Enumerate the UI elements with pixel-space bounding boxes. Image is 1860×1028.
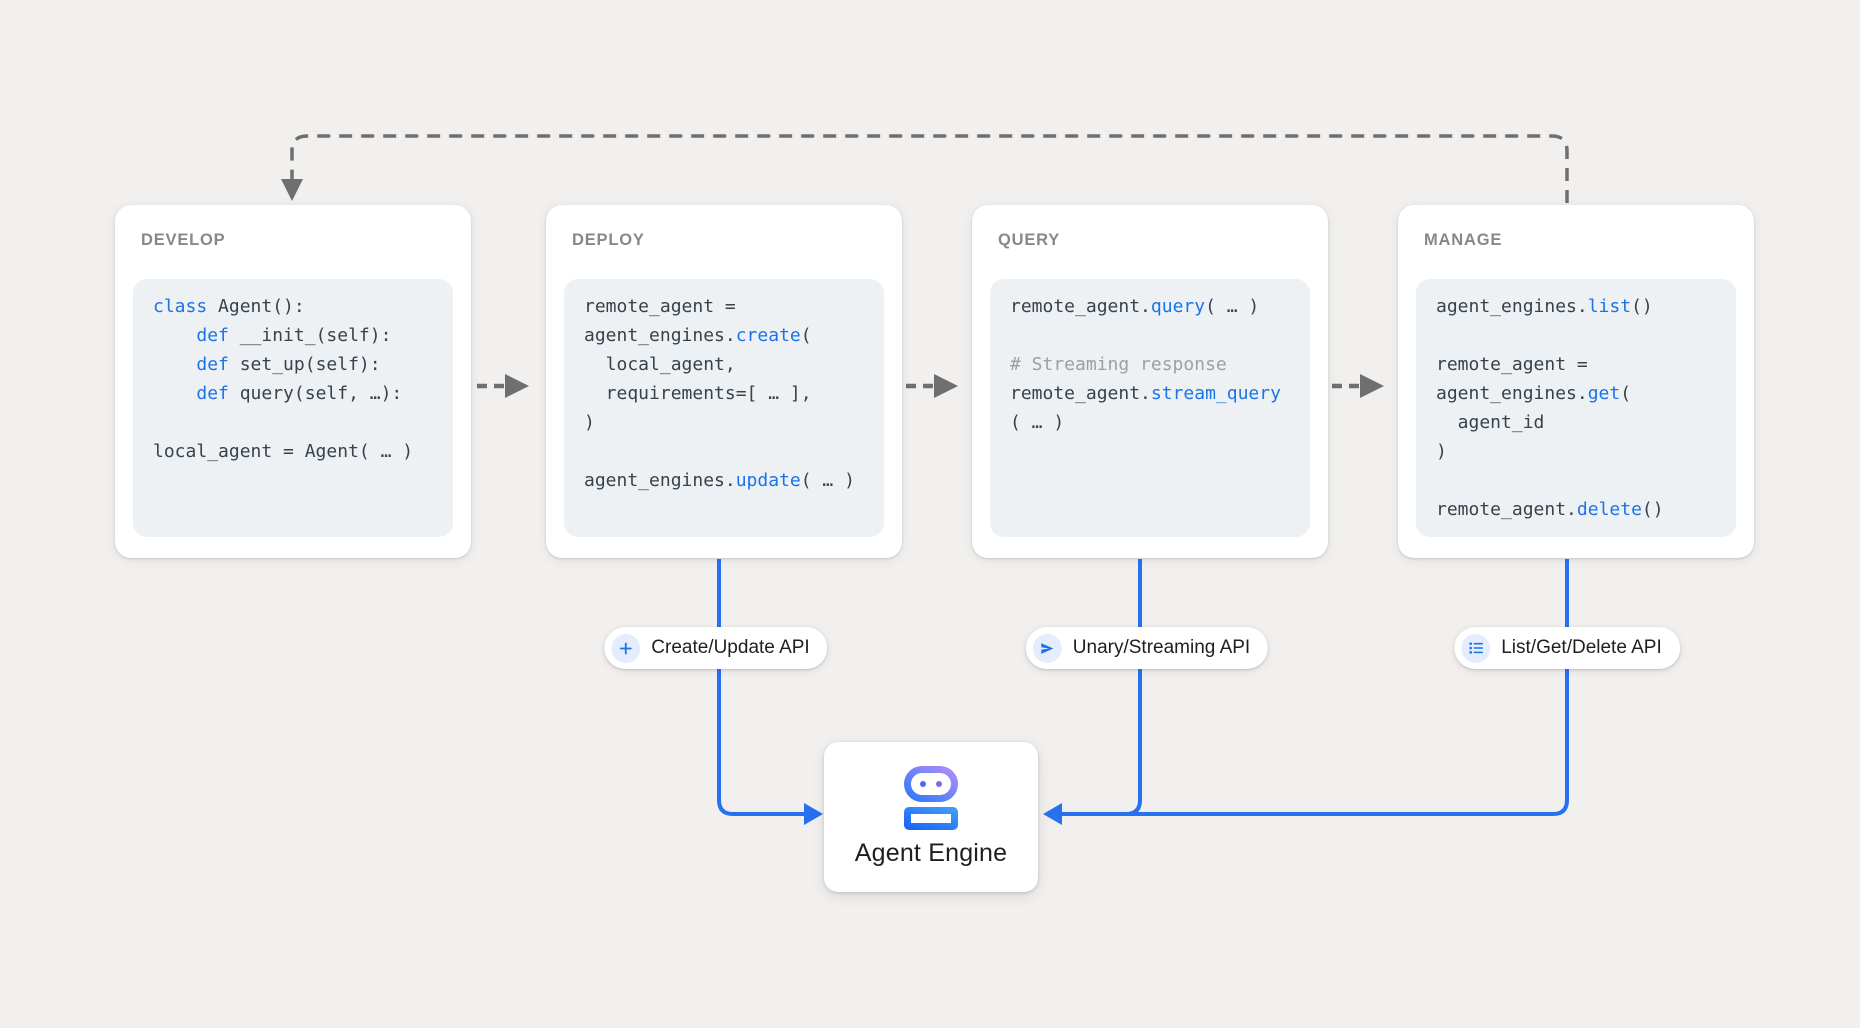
code-line — [1010, 321, 1300, 350]
code-line — [153, 408, 443, 437]
flow-arrow-develop-deploy — [477, 374, 529, 398]
code-snippet: remote_agent = agent_engines.create( loca… — [564, 279, 884, 537]
code-line: ) — [584, 412, 595, 433]
query-to-engine-line — [1080, 559, 1142, 816]
code-snippet: remote_agent.query( … ) # Streaming respo… — [990, 279, 1310, 537]
stage-title: DEVELOP — [141, 231, 226, 249]
code-line: remote_agent = — [584, 296, 736, 317]
api-pill-label: Create/Update API — [651, 637, 810, 658]
code-line: agent_id — [1436, 412, 1545, 433]
api-pill-label: List/Get/Delete API — [1501, 637, 1662, 658]
stage-card-query: QUERY remote_agent.query( … ) # Streaming … — [972, 205, 1328, 558]
code-line: agent_engines.update( … ) — [584, 470, 855, 491]
code-snippet: agent_engines.list() remote_agent = agent_… — [1416, 279, 1736, 537]
code-line: remote_agent.delete() — [1436, 499, 1664, 520]
manage-to-develop-arrowhead — [281, 179, 303, 201]
code-line: def set_up(self): — [196, 354, 381, 375]
code-line: # Streaming response — [1010, 354, 1227, 375]
deploy-to-engine-line — [717, 559, 804, 816]
code-line — [584, 437, 874, 466]
code-line — [1436, 321, 1726, 350]
flow-arrow-deploy-query — [906, 374, 958, 398]
code-line: remote_agent.query( … ) — [1010, 296, 1260, 317]
flow-arrow-query-manage — [1332, 374, 1384, 398]
code-line: agent_engines.list() — [1436, 296, 1653, 317]
robot-icon — [904, 766, 958, 830]
code-line: ( … ) — [1010, 412, 1065, 433]
agent-engine-label: Agent Engine — [854, 839, 1008, 867]
code-line: agent_engines.get( — [1436, 383, 1632, 404]
stage-title: QUERY — [998, 231, 1061, 249]
code-snippet: class Agent(): def __init_(self): def se… — [133, 279, 453, 537]
send-icon — [1032, 633, 1062, 663]
stage-title: DEPLOY — [572, 231, 645, 249]
code-line: remote_agent.stream_query — [1010, 383, 1281, 404]
manage-to-engine-line — [1062, 559, 1569, 816]
code-line: ) — [1436, 441, 1447, 462]
code-line: class Agent(): — [153, 296, 305, 317]
code-line: agent_engines.create( — [584, 325, 812, 346]
engine-right-arrowhead — [1043, 803, 1062, 825]
agent-engine-node: Agent Engine — [824, 742, 1038, 892]
stage-card-deploy: DEPLOY remote_agent = agent_engines.create… — [546, 205, 902, 558]
code-line: local_agent = Agent( … ) — [153, 441, 414, 462]
code-line: remote_agent = — [1436, 354, 1588, 375]
stage-card-manage: MANAGE agent_engines.list() remote_agent =… — [1398, 205, 1754, 558]
api-pill-unary-streaming-api: Unary/Streaming API — [1025, 627, 1269, 669]
code-line: def query(self, …): — [196, 383, 403, 404]
api-pill-list-get-delete-api: List/Get/Delete API — [1454, 627, 1680, 669]
deploy-to-engine-arrowhead — [804, 803, 823, 825]
api-pill-label: Unary/Streaming API — [1072, 637, 1251, 658]
list-icon — [1461, 633, 1491, 663]
code-line: def __init_(self): — [196, 325, 392, 346]
api-pill-create-update-api: Create/Update API — [604, 627, 828, 669]
code-line: local_agent, — [584, 354, 736, 375]
manage-to-develop-dashed-line — [290, 134, 1569, 203]
stage-card-develop: DEVELOP class Agent(): def __init_(self):… — [115, 205, 471, 558]
plus-icon — [611, 633, 641, 663]
code-line: requirements=[ … ], — [584, 383, 812, 404]
stage-title: MANAGE — [1424, 231, 1503, 249]
code-line — [1436, 466, 1726, 495]
